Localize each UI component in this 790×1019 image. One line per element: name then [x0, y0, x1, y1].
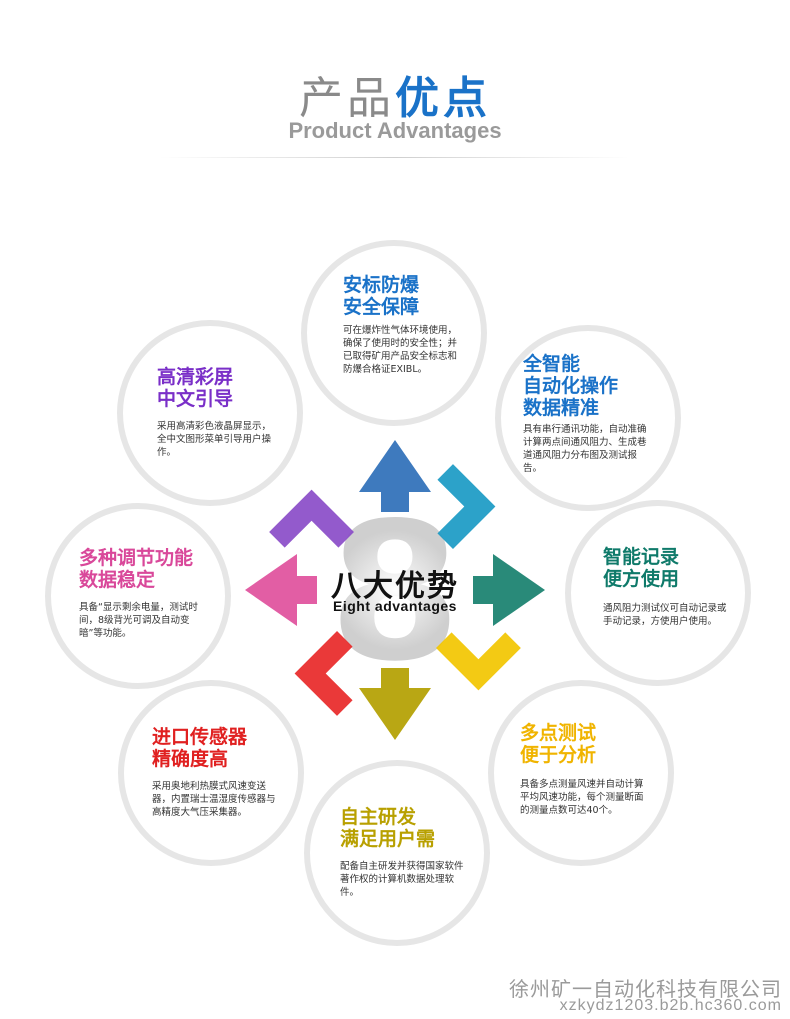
title-line: 智能记录: [603, 546, 680, 568]
advantage-title: 进口传感器 精确度高: [152, 726, 247, 770]
advantage-circle-display: 高清彩屏 中文引导 采用高清彩色液晶屏显示，全中文图形菜单引导用户操作。: [117, 320, 303, 506]
page-title: 产品优点: [0, 62, 790, 126]
advantage-desc: 采用奥地利热膜式风速变送器，内置瑞士温湿度传感器与高精度大气压采集器。: [152, 781, 276, 818]
title-line: 中文引导: [157, 388, 234, 410]
advantage-title: 安标防爆 安全保障: [343, 274, 419, 318]
advantage-title: 多种调节功能 数据稳定: [79, 547, 193, 591]
arrow-up-icon: [359, 440, 431, 512]
title-line: 全智能: [523, 353, 581, 375]
title-line: 多种调节功能: [79, 547, 194, 569]
title-line: 安标防爆: [343, 274, 420, 296]
title-line: 数据精准: [523, 397, 600, 419]
title-line: 便于分析: [520, 744, 597, 766]
advantage-title: 全智能 自动化操作 数据精准: [523, 353, 618, 419]
advantage-circle-sensor: 进口传感器 精确度高 采用奥地利热膜式风速变送器，内置瑞士温湿度传感器与高精度大…: [118, 680, 304, 866]
advantage-title: 自主研发 满足用户需: [340, 806, 435, 850]
advantage-circle-intelligent: 全智能 自动化操作 数据精准 具有串行通讯功能，自动准确计算两点间通风阻力、生成…: [495, 325, 681, 511]
arrow-down-icon: [359, 668, 431, 740]
arrow-up-left-icon: [269, 489, 354, 548]
advantage-title: 高清彩屏 中文引导: [157, 366, 233, 410]
advantage-desc: 采用高清彩色液晶屏显示，全中文图形菜单引导用户操作。: [157, 421, 272, 458]
title-gray-part: 产品: [299, 73, 395, 124]
arrows-graphic: 8: [245, 440, 545, 740]
title-line: 自主研发: [340, 806, 417, 828]
advantage-desc: 可在爆炸性气体环境使用，确保了使用时的安全性；并已取得矿用产品安全标志和防爆合格…: [343, 325, 458, 375]
advantage-desc: 具备“显示剩余电量，测试时间，8级背光可调及自动变暗”等功能。: [79, 602, 198, 639]
arrow-up-right-icon: [437, 464, 496, 549]
title-line: 安全保障: [343, 296, 420, 318]
center-subtitle: Eight advantages: [333, 598, 457, 614]
page-subtitle: Product Advantages: [288, 118, 502, 143]
title-line: 自动化操作: [523, 375, 619, 397]
center-title: 八大优势: [331, 569, 459, 604]
advantage-circle-explosion-proof: 安标防爆 安全保障 可在爆炸性气体环境使用，确保了使用时的安全性；并已取得矿用产…: [301, 240, 487, 426]
arrow-down-right-icon: [436, 632, 521, 691]
advantage-title: 智能记录 便方使用: [603, 546, 679, 590]
title-blue-part: 优点: [395, 73, 491, 124]
advantage-circle-software: 自主研发 满足用户需 配备自主研发并获得国家软件著作权的计算机数据处理软件。: [304, 760, 490, 946]
title-line: 高清彩屏: [157, 366, 234, 388]
advantage-desc: 具备多点测量风速并自动计算平均风速功能，每个测量断面的测量点数可达40个。: [520, 779, 644, 816]
title-line: 满足用户需: [340, 828, 436, 850]
advantage-circle-recording: 智能记录 便方使用 通风阻力测试仪可自动记录或手动记录，方使用户使用。: [565, 500, 751, 686]
advantage-circle-multipoint: 多点测试 便于分析 具备多点测量风速并自动计算平均风速功能，每个测量断面的测量点…: [488, 680, 674, 866]
advantage-desc: 通风阻力测试仪可自动记录或手动记录，方使用户使用。: [603, 603, 727, 627]
advantage-title: 多点测试 便于分析: [520, 722, 596, 766]
arrow-left-icon: [245, 554, 317, 626]
title-line: 便方使用: [603, 568, 680, 590]
title-line: 精确度高: [152, 748, 229, 770]
title-line: 数据稳定: [79, 569, 156, 591]
advantage-circle-adjustment: 多种调节功能 数据稳定 具备“显示剩余电量，测试时间，8级背光可调及自动变暗”等…: [45, 503, 231, 689]
company-name: 徐州矿一自动化科技有限公司: [509, 977, 782, 1001]
advantage-desc: 具有串行通讯功能，自动准确计算两点间通风阻力、生成巷道通风阻力分布图及测试报告。: [523, 424, 647, 474]
title-line: 进口传感器: [152, 726, 248, 748]
header-divider: [160, 157, 630, 158]
company-url[interactable]: xzkydz1203.b2b.hc360.com: [559, 997, 782, 1014]
title-line: 多点测试: [520, 722, 597, 744]
arrow-right-icon: [473, 554, 545, 626]
advantage-desc: 配备自主研发并获得国家软件著作权的计算机数据处理软件。: [340, 861, 464, 898]
arrow-down-left-icon: [294, 631, 353, 716]
